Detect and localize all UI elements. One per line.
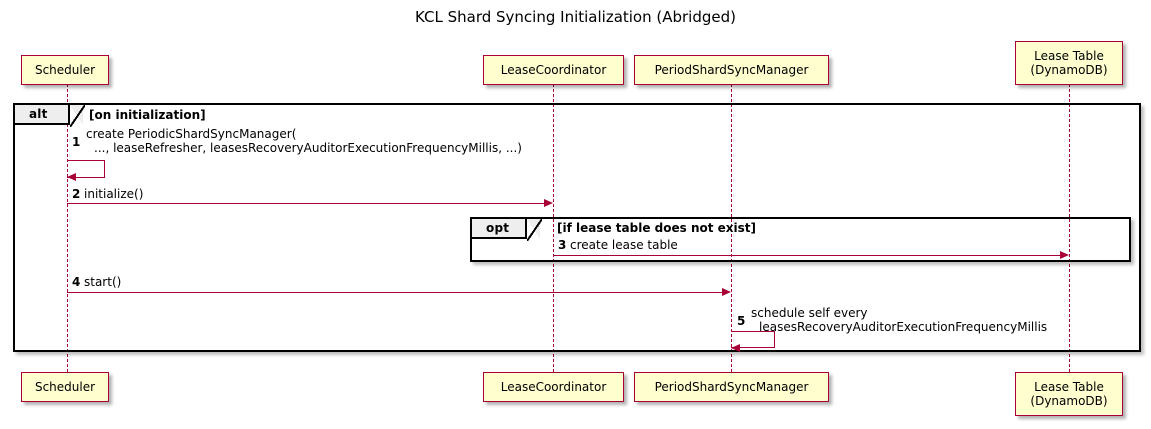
participant-scheduler-top[interactable]: Scheduler bbox=[21, 55, 109, 85]
fragment-opt-tab-notch-edge bbox=[527, 219, 542, 241]
message-1-label-line1: create PeriodicShardSyncManager( bbox=[86, 127, 297, 141]
message-1-number: 1 bbox=[72, 135, 81, 149]
participant-lease-coordinator-top[interactable]: LeaseCoordinator bbox=[483, 55, 624, 85]
lifeline-period-shard-sync-manager bbox=[731, 84, 732, 372]
fragment-alt-tab-notch-edge bbox=[70, 105, 85, 127]
fragment-opt-keyword: opt bbox=[486, 221, 510, 235]
participant-period-shard-sync-manager-top-label: PeriodShardSyncManager bbox=[654, 63, 809, 77]
participant-scheduler-bottom-label: Scheduler bbox=[34, 380, 96, 394]
message-4-label: start() bbox=[84, 275, 122, 289]
fragment-alt-condition: [on initialization] bbox=[89, 108, 206, 122]
message-3-label: create lease table bbox=[570, 238, 678, 252]
message-1-arrowhead bbox=[67, 173, 76, 181]
message-4-number: 4 bbox=[72, 275, 81, 289]
message-3-number: 3 bbox=[558, 238, 567, 252]
message-5-label-line1: schedule self every bbox=[751, 306, 868, 320]
fragment-opt-condition: [if lease table does not exist] bbox=[557, 221, 757, 235]
participant-lease-coordinator-top-label: LeaseCoordinator bbox=[500, 63, 607, 77]
participant-period-shard-sync-manager-top[interactable]: PeriodShardSyncManager bbox=[634, 55, 829, 85]
message-5-label-line2: leasesRecoveryAuditorExecutionFrequencyM… bbox=[759, 320, 1048, 334]
participant-lease-table-top-label2: (DynamoDB) bbox=[1030, 63, 1108, 77]
message-3-arrowhead bbox=[1060, 250, 1069, 259]
participant-lease-coordinator-bottom[interactable]: LeaseCoordinator bbox=[483, 372, 624, 402]
message-2-arrowhead bbox=[544, 198, 553, 207]
lifeline-scheduler bbox=[67, 84, 68, 372]
message-4-arrowhead bbox=[722, 287, 731, 296]
message-4-line bbox=[67, 292, 722, 293]
message-5-arrowhead bbox=[731, 343, 740, 352]
participant-lease-table-bottom-label: Lease Table bbox=[1034, 380, 1104, 394]
participant-period-shard-sync-manager-bottom[interactable]: PeriodShardSyncManager bbox=[634, 372, 829, 402]
message-1-self-loop bbox=[67, 160, 105, 178]
participant-lease-table-top-label: Lease Table bbox=[1034, 49, 1104, 63]
fragment-alt-keyword: alt bbox=[29, 107, 48, 121]
message-2-label: initialize() bbox=[84, 187, 144, 201]
participant-lease-table-top[interactable]: Lease Table (DynamoDB) bbox=[1015, 41, 1123, 85]
participant-lease-coordinator-bottom-label: LeaseCoordinator bbox=[500, 380, 607, 394]
message-2-number: 2 bbox=[72, 187, 81, 201]
message-5-self-loop bbox=[731, 331, 775, 348]
lifeline-lease-table bbox=[1069, 84, 1070, 372]
fragment-alt-tab: alt bbox=[15, 105, 70, 125]
participant-period-shard-sync-manager-bottom-label: PeriodShardSyncManager bbox=[654, 380, 809, 394]
lifeline-lease-coordinator bbox=[553, 84, 554, 372]
participant-scheduler-bottom[interactable]: Scheduler bbox=[21, 372, 109, 402]
fragment-alt bbox=[13, 103, 1141, 352]
message-5-number: 5 bbox=[737, 314, 746, 328]
message-3-line bbox=[553, 255, 1060, 256]
participant-lease-table-bottom-label2: (DynamoDB) bbox=[1030, 394, 1108, 408]
participant-scheduler-top-label: Scheduler bbox=[34, 63, 96, 77]
message-2-line bbox=[67, 203, 544, 204]
participant-lease-table-bottom[interactable]: Lease Table (DynamoDB) bbox=[1015, 372, 1123, 416]
fragment-opt-tab: opt bbox=[472, 219, 527, 239]
fragment-opt bbox=[470, 217, 1131, 262]
diagram-title: KCL Shard Syncing Initialization (Abridg… bbox=[415, 8, 736, 26]
message-1-label-line2: ..., leaseRefresher, leasesRecoveryAudit… bbox=[94, 141, 522, 155]
